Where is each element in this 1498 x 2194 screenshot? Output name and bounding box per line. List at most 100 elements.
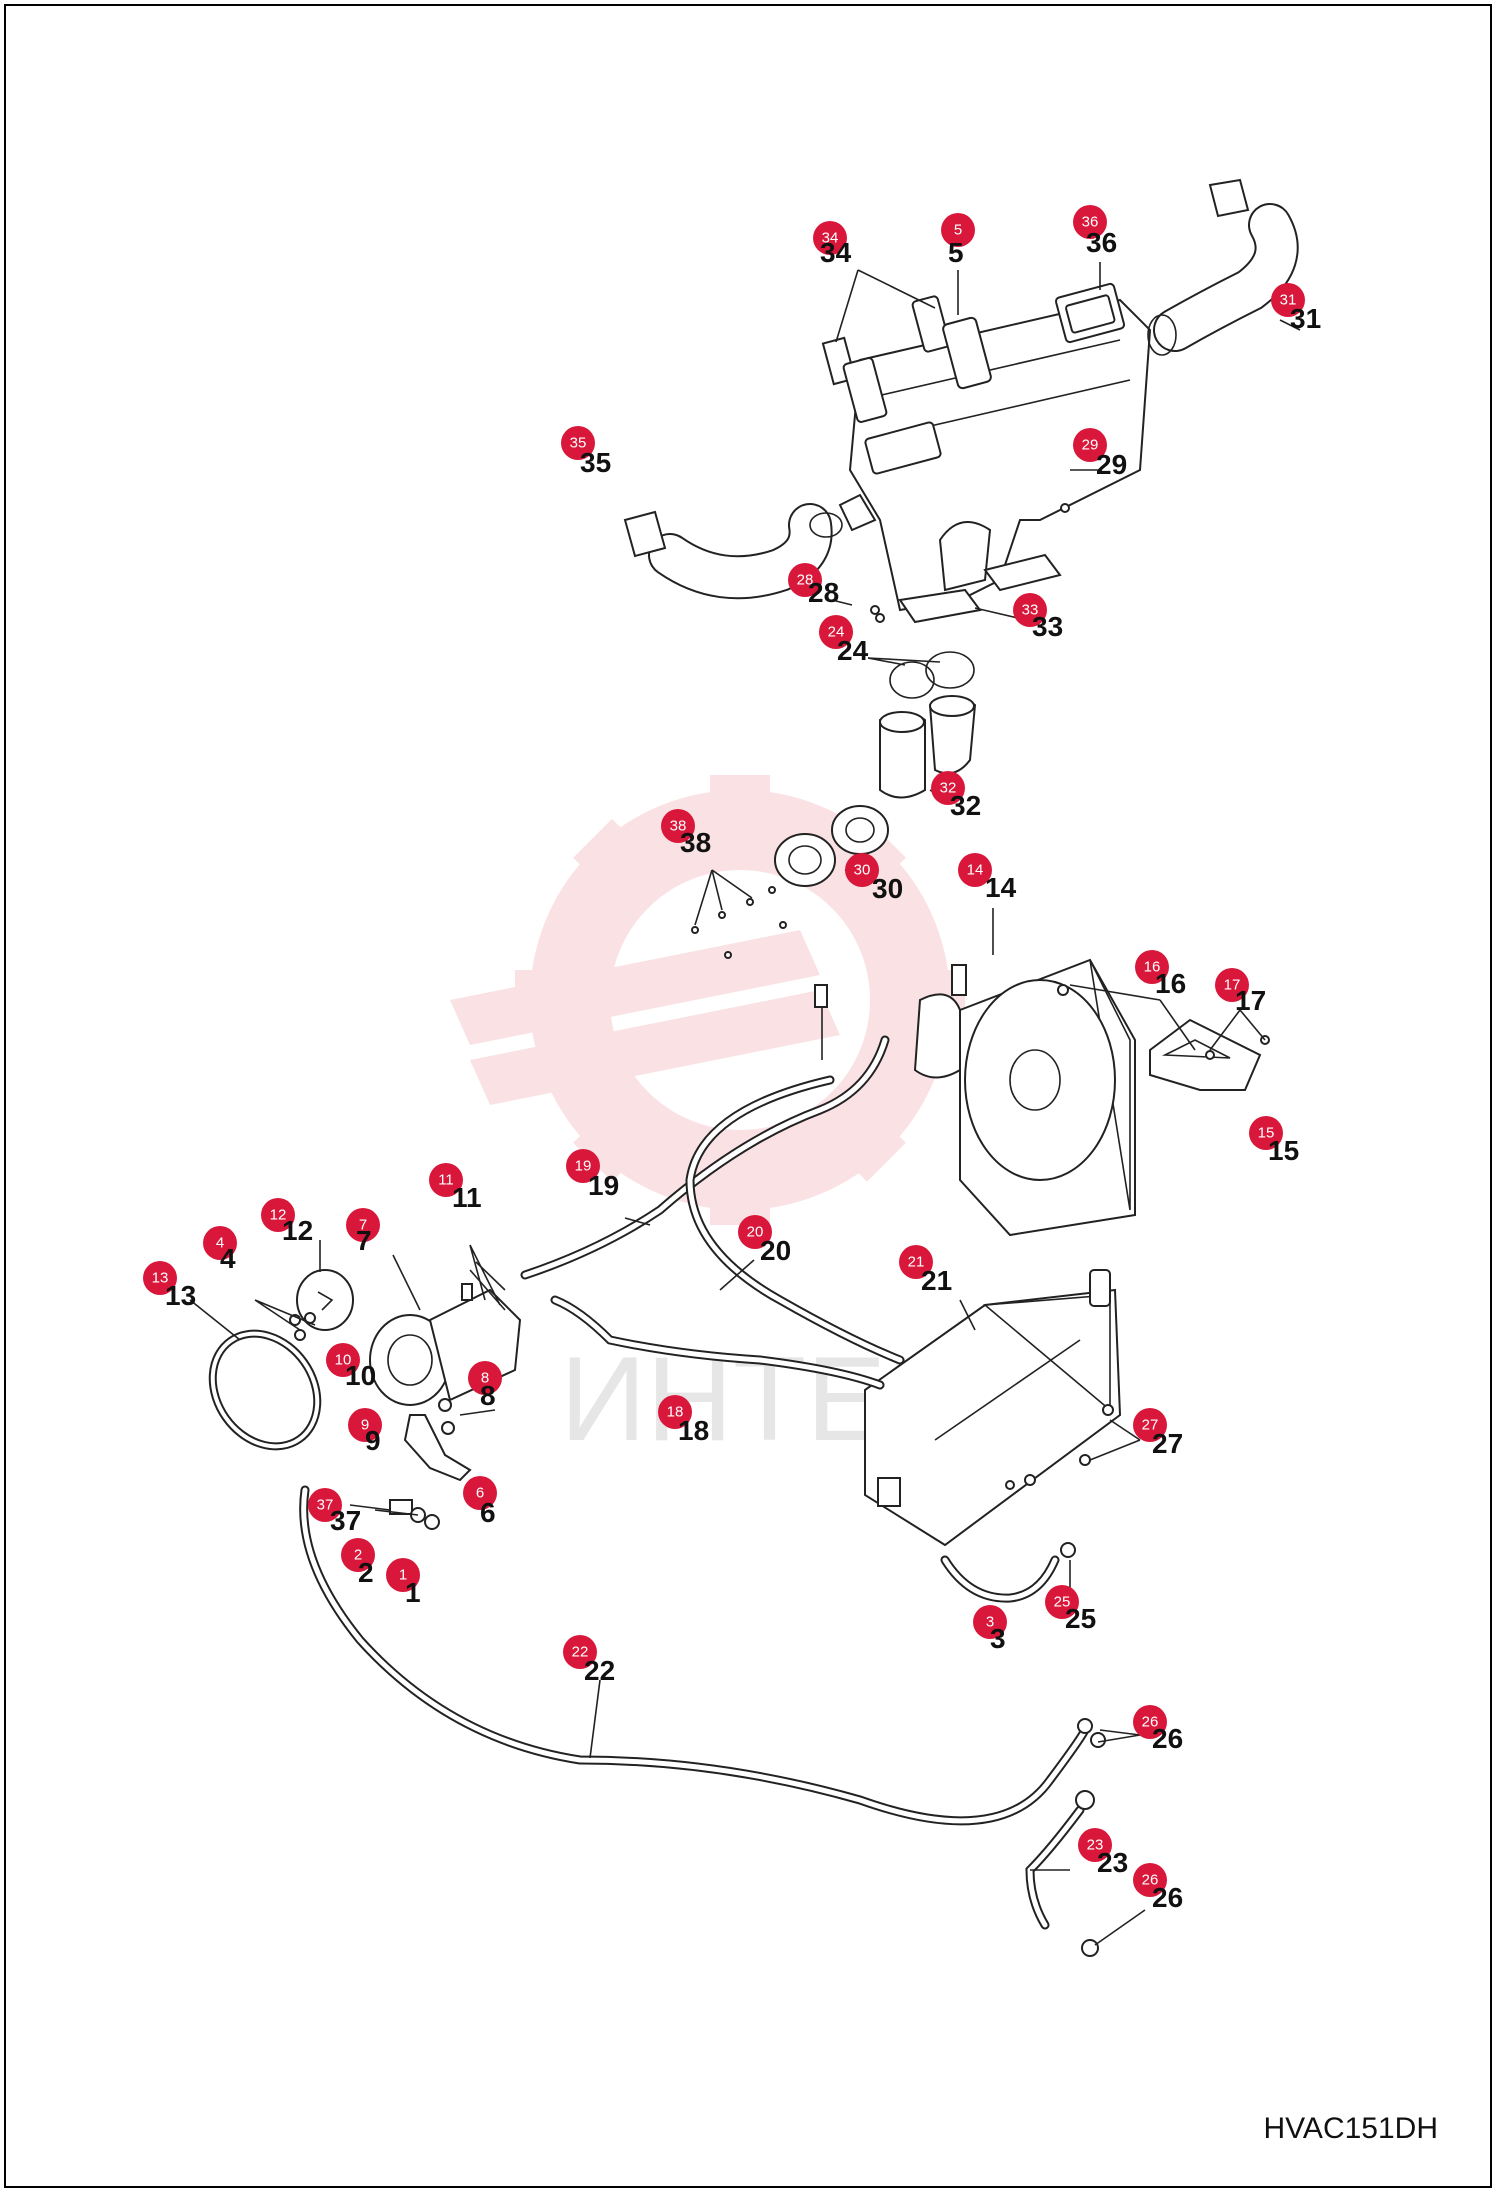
- callout-balloon-number-17: 17: [1224, 977, 1241, 994]
- callout-balloon-number-30: 30: [854, 862, 871, 879]
- callout-balloon-15: [1249, 1116, 1283, 1150]
- callout-balloon-12: [261, 1198, 295, 1232]
- part-label-17: 17: [1235, 985, 1266, 1016]
- callout-balloon-number-28: 28: [797, 572, 814, 589]
- callout-balloon-number-12: 12: [270, 1207, 287, 1224]
- part-label-28: 28: [808, 577, 839, 608]
- part-label-9: 9: [365, 1425, 381, 1456]
- callout-balloon-number-20: 20: [747, 1224, 764, 1241]
- part-label-36: 36: [1086, 227, 1117, 258]
- callout-balloon-number-5a: 5: [954, 222, 962, 239]
- part-label-31: 31: [1290, 303, 1321, 334]
- callout-balloon-number-26a: 26: [1142, 1714, 1159, 1731]
- callout-balloon-number-35: 35: [570, 435, 587, 452]
- part-label-21: 21: [921, 1265, 952, 1296]
- callout-balloon-1: [386, 1558, 420, 1592]
- hose-23: [1025, 1805, 1085, 1930]
- part-label-8: 8: [480, 1380, 496, 1411]
- callout-balloon-5a: [941, 213, 975, 247]
- leader-lines: [189, 262, 1301, 1946]
- vent-grille-34-left: [821, 336, 888, 423]
- gasket-rings: [889, 651, 975, 699]
- part-label-1: 1: [405, 1577, 421, 1608]
- callout-balloon-38: [661, 809, 695, 843]
- part-label-4: 4: [220, 1243, 236, 1274]
- defrost-ducts: [879, 695, 977, 799]
- callout-balloon-24: [819, 615, 853, 649]
- part-label-35: 35: [580, 447, 611, 478]
- upper-duct-assembly: [821, 282, 1152, 624]
- part-label-11: 11: [452, 1182, 482, 1213]
- callout-balloon-number-15: 15: [1258, 1125, 1275, 1142]
- callout-balloon-31: [1271, 283, 1305, 317]
- bracket-6: [403, 1414, 472, 1482]
- callout-balloon-number-32: 32: [940, 780, 957, 797]
- callout-balloon-number-23: 23: [1087, 1837, 1104, 1854]
- callout-balloon-number-1: 1: [399, 1567, 407, 1584]
- callout-balloon-30: [845, 853, 879, 887]
- callout-balloon-number-24: 24: [828, 624, 845, 641]
- callout-balloon-number-10: 10: [335, 1352, 352, 1369]
- callout-balloon-19: [566, 1149, 600, 1183]
- callout-balloon-number-25: 25: [1054, 1594, 1071, 1611]
- hose-3: [940, 1555, 1060, 1603]
- callout-balloon-7: [346, 1208, 380, 1242]
- callout-balloon-34: [813, 221, 847, 255]
- callout-balloon-32: [931, 771, 965, 805]
- part-label-16: 16: [1155, 968, 1186, 999]
- callout-balloon-number-22: 22: [572, 1644, 589, 1661]
- callout-balloon-number-37: 37: [317, 1497, 334, 1514]
- part-label-12: 12: [282, 1215, 313, 1246]
- left-air-hose: [623, 493, 877, 600]
- callout-balloon-number-29: 29: [1082, 437, 1099, 454]
- part-label-26b: 26: [1152, 1882, 1183, 1913]
- callout-balloon-11: [429, 1163, 463, 1197]
- evaporator-unit: [864, 1269, 1122, 1547]
- callout-balloon-17: [1215, 968, 1249, 1002]
- hose-22: [299, 1485, 1090, 1826]
- part-label-32: 32: [950, 790, 981, 821]
- part-label-30: 30: [872, 873, 903, 904]
- drawing-code: HVAC151DH: [1263, 2112, 1438, 2145]
- part-label-33: 33: [1032, 611, 1063, 642]
- callout-balloon-16: [1135, 950, 1169, 984]
- callout-balloon-number-21: 21: [908, 1254, 925, 1271]
- part-label-34: 34: [820, 237, 852, 268]
- callout-balloon-6: [463, 1476, 497, 1510]
- right-air-hose: [1147, 178, 1299, 356]
- hose-19: [520, 984, 890, 1280]
- callout-balloon-number-2: 2: [354, 1547, 362, 1564]
- callout-balloon-number-13: 13: [152, 1270, 169, 1287]
- callout-balloon-number-9: 9: [361, 1417, 369, 1434]
- callout-balloon-number-26b: 26: [1142, 1872, 1159, 1889]
- callout-balloon-27: [1133, 1408, 1167, 1442]
- part-label-5a: 5: [948, 237, 964, 268]
- callout-balloon-28: [788, 563, 822, 597]
- part-label-18: 18: [678, 1415, 709, 1446]
- callout-balloon-number-4: 4: [216, 1235, 224, 1252]
- callout-balloon-number-7: 7: [359, 1217, 367, 1234]
- callout-balloon-number-6: 6: [476, 1485, 484, 1502]
- callout-balloon-10: [326, 1343, 360, 1377]
- part-label-24: 24: [837, 635, 869, 666]
- part-label-25: 25: [1065, 1603, 1096, 1634]
- callout-balloon-13: [143, 1261, 177, 1295]
- callout-balloon-23: [1078, 1828, 1112, 1862]
- duct-collars: [774, 805, 889, 887]
- condenser-fan-unit: [913, 958, 1136, 1237]
- fittings: [389, 1499, 1106, 1957]
- part-label-38: 38: [680, 827, 711, 858]
- callout-balloon-number-3: 3: [986, 1614, 994, 1631]
- callout-balloon-number-18: 18: [667, 1404, 684, 1421]
- callout-balloon-number-34: 34: [822, 230, 839, 247]
- callout-balloon-29: [1073, 428, 1107, 462]
- part-label-19: 19: [588, 1170, 619, 1201]
- callout-balloon-number-14: 14: [967, 862, 984, 879]
- part-label-23: 23: [1097, 1847, 1128, 1878]
- callout-balloon-25: [1045, 1585, 1079, 1619]
- callout-balloon-35: [561, 426, 595, 460]
- part-label-7: 7: [356, 1225, 372, 1256]
- callout-balloon-4: [203, 1226, 237, 1260]
